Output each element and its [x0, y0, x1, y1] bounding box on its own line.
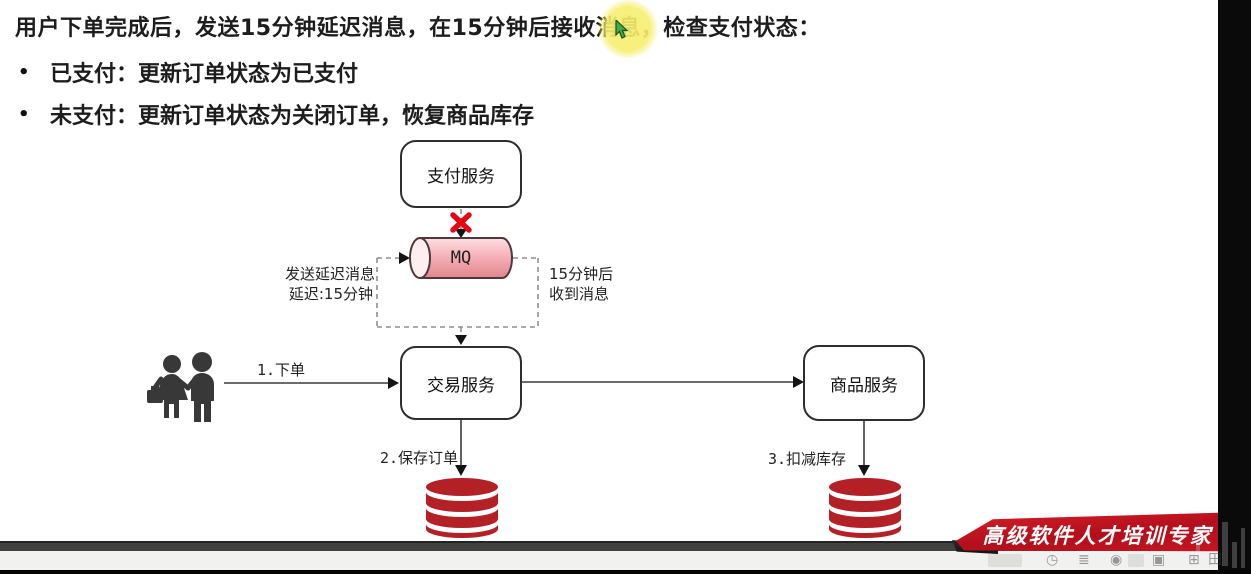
node-mq-label: MQ	[450, 248, 472, 268]
bullet-dot: •	[18, 103, 30, 125]
node-payment-service: 支付服务	[400, 140, 522, 208]
bullet-item: • 未支付：更新订单状态为关闭订单，恢复商品库存	[18, 101, 535, 130]
node-product-service: 商品服务	[803, 345, 925, 421]
node-payment-service-label: 支付服务	[427, 166, 495, 187]
toolbar-clock-icon[interactable]: ◷	[1046, 552, 1059, 568]
brand-ribbon-text: 高级软件人才培训专家	[982, 523, 1213, 548]
edge-label-receive-2: 收到消息	[549, 285, 610, 303]
edge-label-send-delay-2: 延迟:15分钟	[288, 285, 373, 303]
edge-label-step3: 3.扣减库存	[768, 450, 847, 468]
right-letterbox	[1218, 0, 1251, 574]
trade-database-icon	[426, 478, 498, 538]
mq-queue-icon	[409, 237, 513, 279]
bottom-letterbox	[0, 570, 1251, 574]
red-x-icon	[450, 212, 472, 233]
brand-ribbon: 高级软件人才培训专家	[956, 512, 1218, 552]
bullet-text-unpaid: 未支付：更新订单状态为关闭订单，恢复商品库存	[50, 104, 535, 129]
node-trade-service-label: 交易服务	[427, 375, 495, 396]
product-database-icon	[829, 478, 901, 538]
edge-label-receive-1: 15分钟后	[549, 265, 614, 283]
edge-label-step2: 2.保存订单	[380, 449, 459, 467]
player-seek-bar[interactable]	[0, 541, 1251, 553]
toolbar-grid-icon[interactable]: ⊞	[1188, 552, 1200, 568]
bullet-dot: •	[18, 61, 30, 83]
users-icon	[147, 352, 214, 422]
toolbar-play-icon[interactable]: ◉	[1110, 552, 1123, 568]
player-control-strip	[0, 551, 1251, 570]
edge-label-step1: 1.下单	[257, 361, 306, 379]
edge-label-send-delay-1: 发送延迟消息	[285, 265, 376, 283]
slide-title: 用户下单完成后，发送15分钟延迟消息，在15分钟后接收消息，检查支付状态：	[15, 16, 821, 41]
node-product-service-label: 商品服务	[830, 375, 898, 396]
toolbar-list-icon[interactable]: ≣	[1078, 552, 1090, 568]
bullet-item: • 已支付：更新订单状态为已支付	[18, 59, 359, 88]
bullet-text-paid: 已支付：更新订单状态为已支付	[50, 62, 359, 87]
node-trade-service: 交易服务	[400, 346, 522, 420]
mouse-cursor-icon	[615, 20, 629, 39]
toolbar-window-icon[interactable]: 田	[1208, 552, 1222, 568]
toolbar-panel-icon[interactable]: ▣	[1152, 552, 1166, 568]
